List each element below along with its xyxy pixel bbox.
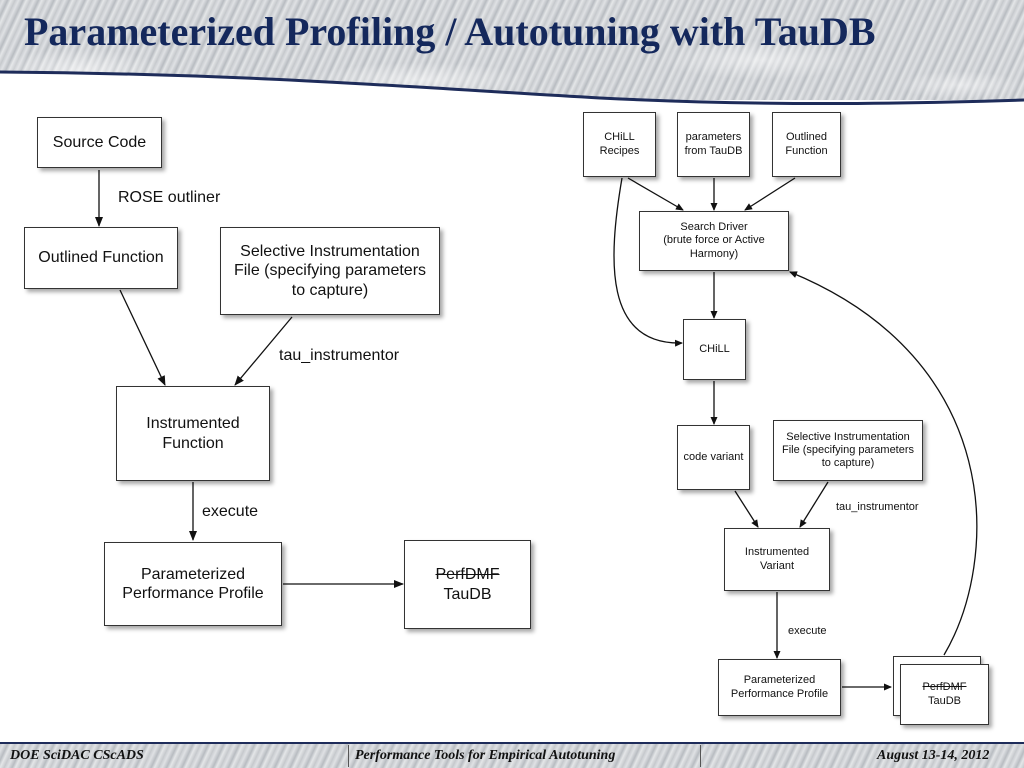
execute-label: execute: [202, 503, 259, 520]
page-title: Parameterized Profiling / Autotuning wit…: [24, 9, 876, 54]
instrumented-variant-line-2: Variant: [759, 559, 795, 572]
edge-outlined-to-instrumented: [119, 289, 166, 386]
chill-label: CHiLL: [699, 342, 730, 355]
code-variant-label: code variant: [683, 450, 744, 463]
parameters-from-taudb-box: parameters from TauDB: [677, 112, 750, 177]
rose-outliner-label: ROSE outliner: [118, 189, 221, 206]
edge-selinstr-to-instrvariant: [799, 481, 829, 528]
selective-instr-line-1: Selective Instrumentation: [240, 243, 420, 261]
param-profile-line-2: Performance Profile: [122, 585, 264, 602]
param-profile-right-line-1: Parameterized: [743, 674, 816, 687]
source-code-box: Source Code: [37, 117, 162, 168]
instrumented-variant-box: Instrumented Variant: [724, 528, 830, 591]
chill-box: CHiLL: [683, 319, 746, 380]
tau-instrumentor-right-label: tau_instrumentor: [836, 501, 919, 513]
param-profile-line-1: Parameterized: [140, 565, 246, 583]
perfdmf-label: PerfDMF: [435, 566, 500, 584]
parameterized-profile-right-box: Parameterized Performance Profile: [718, 659, 841, 716]
selective-instr-line-2: File (specifying parameters: [233, 262, 427, 280]
footer-right: August 13-14, 2012: [877, 748, 990, 763]
perfdmf-right-label: PerfDMF: [922, 681, 967, 694]
instrumented-function-line-1: Instrumented: [146, 415, 240, 433]
parameterized-profile-box: Parameterized Performance Profile: [104, 542, 282, 626]
edge-codevariant-to-instrvariant: [734, 490, 759, 528]
tau-instrumentor-label: tau_instrumentor: [279, 347, 400, 364]
source-code-label: Source Code: [52, 133, 147, 151]
selective-instr-right-line-2: File (specifying parameters: [781, 443, 915, 456]
footer-divider-2: [700, 745, 701, 767]
outlined-function-box: Outlined Function: [24, 227, 178, 289]
execute-right-label: execute: [788, 625, 827, 637]
selective-instr-right-line-1: Selective Instrumentation: [786, 430, 910, 443]
instrumented-function-line-2: Function: [162, 434, 224, 452]
taudb-right-label: TauDB: [927, 694, 962, 707]
chill-recipes-box: CHiLL Recipes: [583, 112, 656, 177]
instrumented-function-box: Instrumented Function: [116, 386, 270, 481]
footer-bar: [0, 742, 1024, 768]
chill-recipes-line-1: CHiLL: [604, 131, 635, 144]
footer-left: DOE SciDAC CScADS: [10, 748, 144, 763]
param-profile-right-line-2: Performance Profile: [730, 687, 829, 700]
selective-instrumentation-box: Selective Instrumentation File (specifyi…: [220, 227, 440, 315]
taudb-label: TauDB: [443, 585, 492, 603]
outlined-fn-line-1: Outlined: [786, 131, 827, 144]
code-variant-box: code variant: [677, 425, 750, 490]
chill-recipes-line-2: Recipes: [599, 144, 640, 157]
selective-instr-right-line-3: to capture): [821, 457, 875, 470]
edge-recipes-to-search: [627, 177, 684, 211]
search-driver-line-3: Harmony): [689, 247, 739, 260]
params-line-2: from TauDB: [684, 144, 743, 157]
instrumented-variant-line-1: Instrumented: [744, 546, 810, 559]
params-line-1: parameters: [685, 131, 742, 144]
selective-instrumentation-right-box: Selective Instrumentation File (specifyi…: [773, 420, 923, 481]
footer-center: Performance Tools for Empirical Autotuni…: [355, 748, 616, 763]
search-driver-box: Search Driver (brute force or Active Har…: [639, 211, 789, 271]
edge-outlinedfn-to-search: [744, 177, 796, 211]
search-driver-line-1: Search Driver: [680, 221, 748, 234]
outlined-function-right-box: Outlined Function: [772, 112, 841, 177]
outlined-fn-line-2: Function: [785, 144, 828, 157]
perfdmf-taudb-box: PerfDMF TauDB: [404, 540, 531, 629]
search-driver-line-2: (brute force or Active: [663, 234, 765, 247]
perfdmf-taudb-right-box: PerfDMF TauDB: [900, 664, 989, 725]
selective-instr-line-3: to capture): [291, 281, 369, 299]
footer-divider-1: [348, 745, 349, 767]
outlined-function-label: Outlined Function: [38, 249, 164, 267]
